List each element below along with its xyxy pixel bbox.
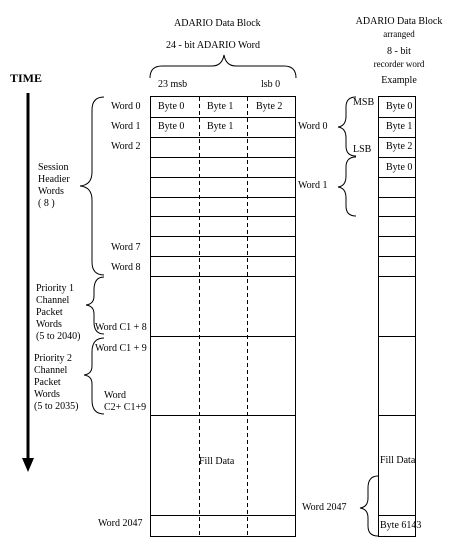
cell-word1-byte0: Byte 0	[158, 121, 185, 132]
msb-label: MSB	[353, 97, 375, 108]
msb-brace	[337, 96, 357, 157]
row-label-word2: Word 2	[111, 141, 141, 152]
priority2-line-3: Packet	[34, 377, 61, 388]
fill-data-label: Fill Data	[199, 456, 235, 467]
right-byte-1: Byte 1	[386, 121, 413, 132]
bit-lsb-label: lsb 0	[261, 79, 281, 90]
row-label-word7: Word 7	[111, 242, 141, 253]
cell-word0-byte0: Byte 0	[158, 101, 185, 112]
right-word1-label: Word 1	[298, 180, 328, 191]
word2047-brace	[359, 475, 379, 537]
main-table-grid	[150, 96, 296, 537]
row-label-wordC2-line2: C2+ C1+9	[104, 402, 147, 413]
priority2-line-4: Words	[34, 389, 60, 400]
row-label-wordC2-line1: Word	[104, 390, 126, 401]
bit-msb-label: 23 msb	[158, 79, 188, 90]
row-label-word0: Word 0	[111, 101, 141, 112]
lsb-label: LSB	[353, 144, 372, 155]
cell-word0-byte1: Byte 1	[207, 101, 234, 112]
session-line-1: Session	[38, 162, 69, 173]
priority1-line-4: Words	[36, 319, 62, 330]
priority1-line-1: Priority 1	[36, 283, 75, 294]
byte-table-grid	[378, 96, 416, 537]
word-brace	[149, 54, 297, 79]
priority2-line-2: Channel	[34, 365, 68, 376]
priority2-brace	[83, 337, 105, 415]
main-title: ADARIO Data Block	[174, 18, 261, 29]
time-label: TIME	[10, 71, 43, 85]
right-byte-3: Byte 0	[386, 162, 413, 173]
right-subtitle-arranged: arranged	[383, 29, 415, 39]
right-subtitle-recorder: recorder word	[373, 59, 425, 69]
priority1-group: Priority 1 Channel Packet Words (5 to 20…	[36, 283, 96, 343]
priority1-line-5: (5 to 2040)	[36, 331, 81, 342]
priority2-group: Priority 2 Channel Packet Words (5 to 20…	[34, 353, 94, 413]
row-label-wordC1: Word C1 + 8	[95, 322, 147, 333]
row-label-wordC19: Word C1 + 9	[95, 343, 147, 354]
time-arrow	[22, 93, 34, 472]
session-line-3: Words	[38, 186, 64, 197]
right-title: ADARIO Data Block	[355, 16, 443, 27]
priority1-line-3: Packet	[36, 307, 63, 318]
session-header-group: Session Headier Words ( 8 )	[38, 162, 88, 210]
priority2-line-5: (5 to 2035)	[34, 401, 79, 412]
right-byte-0: Byte 0	[386, 101, 413, 112]
priority2-line-1: Priority 2	[34, 353, 73, 364]
cell-word0-byte2: Byte 2	[256, 101, 283, 112]
row-label-word8: Word 8	[111, 262, 141, 273]
right-subtitle-bits: 8 - bit	[387, 46, 411, 57]
right-last-byte: Byte 6143	[380, 520, 422, 531]
session-line-4: ( 8 )	[38, 198, 55, 209]
right-word0-label: Word 0	[298, 121, 328, 132]
row-label-word1: Word 1	[111, 121, 141, 132]
word1-brace	[337, 156, 357, 217]
cell-word1-byte1: Byte 1	[207, 121, 234, 132]
session-brace	[79, 96, 105, 276]
row-label-word2047: Word 2047	[98, 518, 143, 529]
right-byte-2: Byte 2	[386, 141, 413, 152]
priority1-brace	[85, 276, 105, 335]
main-subtitle: 24 - bit ADARIO Word	[166, 40, 261, 51]
right-word2047-label: Word 2047	[302, 502, 347, 513]
session-line-2: Headier	[38, 174, 70, 185]
right-fill-data: Fill Data	[380, 455, 416, 466]
right-subtitle-example: Example	[381, 75, 417, 86]
priority1-line-2: Channel	[36, 295, 70, 306]
